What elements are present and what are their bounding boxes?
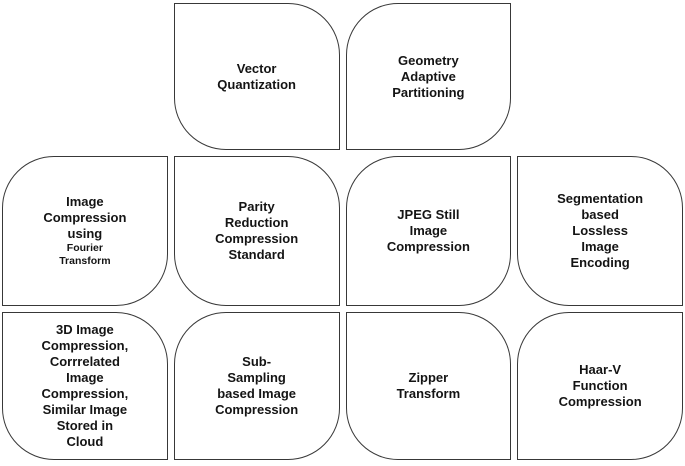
box-label-line: Compression xyxy=(43,209,127,225)
box-label-line: Image xyxy=(66,370,104,385)
box-label-line: based xyxy=(581,207,619,222)
box-label-line: 3D Image xyxy=(55,322,114,337)
box-label-line: Vector xyxy=(236,60,277,76)
box-label-line: Compression xyxy=(215,402,299,417)
box-label-line: Image xyxy=(409,223,448,238)
box-label-line: Transform xyxy=(396,386,461,401)
box-label-line: Compression xyxy=(386,239,470,254)
box-label-line: Compression xyxy=(215,231,299,246)
box-label-line: Cloud xyxy=(66,434,104,449)
box-label-line: Sampling xyxy=(227,370,286,385)
box-label-line: Adaptive xyxy=(400,68,456,84)
box-label-line: Image xyxy=(66,193,104,209)
box-label-line: Zipper xyxy=(408,370,449,385)
box-label-line: Image xyxy=(581,239,619,254)
box-label-line: Compression, xyxy=(41,338,129,353)
box-label-line: Segmentation xyxy=(557,191,644,206)
box-label-line: Parity xyxy=(238,199,275,214)
box-label-line: Similar Image xyxy=(42,402,128,417)
box-label-line: Reduction xyxy=(224,215,289,230)
box-label-line: Compression xyxy=(558,394,642,409)
box-label-line: based Image xyxy=(217,386,296,401)
box-label-line: Fourier xyxy=(66,241,103,254)
box-label-line: Quantization xyxy=(217,76,296,92)
box-label-line: Function xyxy=(572,378,628,393)
box-label-line: Geometry xyxy=(398,52,459,68)
box-label-line: Encoding xyxy=(570,255,630,270)
box-label-line: Corrrelated xyxy=(49,354,120,369)
box-label-line: Lossless xyxy=(572,223,628,238)
box-label-line: JPEG Still xyxy=(397,207,460,222)
box-label-line: Sub- xyxy=(242,354,272,369)
box-label-line: Stored in xyxy=(56,418,114,433)
box-label-line: Haar-V xyxy=(579,362,622,377)
box-label-line: Compression, xyxy=(41,386,129,401)
box-label-line: Partitioning xyxy=(392,84,465,100)
box-label-line: using xyxy=(67,225,103,241)
box-label-line: Transform xyxy=(59,255,111,267)
box-label-line: Standard xyxy=(228,247,285,262)
